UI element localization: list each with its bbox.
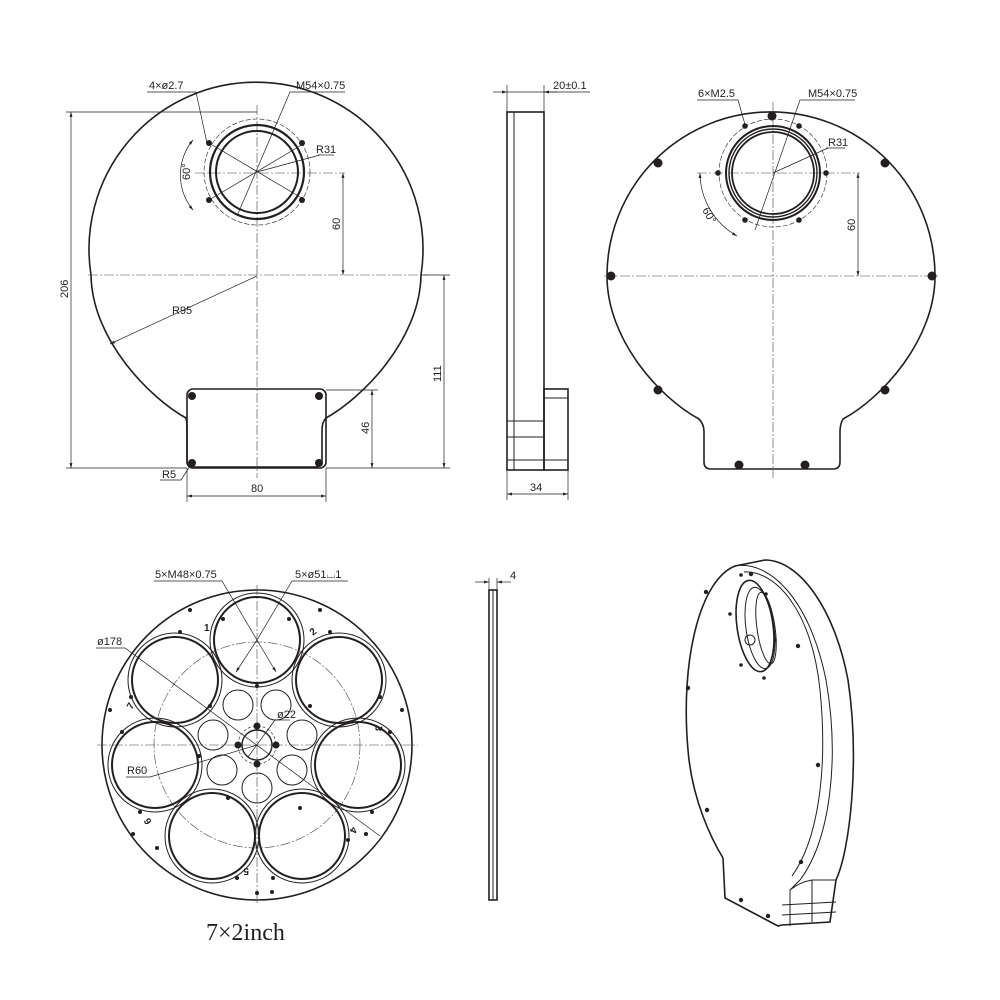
wheel-diameter-label: ø178 (97, 636, 122, 648)
side-view: 20±0.1 34 (493, 80, 590, 500)
wheel-thickness-label: 4 (510, 570, 516, 582)
filter-apertures (107, 592, 406, 884)
box-screw (315, 459, 323, 467)
isometric-view (685, 559, 855, 927)
wheel-bore-label: 5×ø51⌴1 (295, 569, 341, 581)
box-screw (315, 392, 323, 400)
front-view: 4×ø2.7 M54×0.75 R31 60° 60 206 R95 111 4… (59, 80, 450, 502)
lower-height-label: 111 (432, 365, 444, 382)
mount-screw (767, 111, 777, 121)
position-6: 6 (142, 815, 155, 826)
depth-label: 34 (530, 482, 542, 494)
back-outline (606, 111, 936, 470)
position-3: 3 (372, 724, 384, 732)
box-screw (188, 392, 196, 400)
box-height-label: 46 (360, 422, 372, 434)
side-body (506, 111, 545, 471)
wheel-side-view: 4 (475, 570, 516, 901)
wheel-thread-label: 5×M48×0.75 (155, 569, 217, 581)
angle-label: 60° (181, 163, 193, 180)
side-box (543, 388, 569, 471)
position-1: 1 (204, 623, 210, 634)
corner-radius-label: R5 (162, 469, 176, 481)
lightening-holes (197, 689, 318, 804)
position-7: 7 (125, 701, 138, 712)
position-2: 2 (308, 626, 320, 638)
back-offset-label: 60 (846, 219, 858, 231)
back-thread-label: M54×0.75 (808, 88, 857, 100)
hub-diameter-label: ø22 (277, 709, 296, 721)
front-outline (88, 81, 424, 468)
back-view: 6×M2.5 M54×0.75 R31 60° 60 (604, 88, 940, 478)
position-5: 5 (243, 865, 249, 876)
port-hole (299, 140, 305, 146)
filter-wheel-view: 1 2 3 4 5 6 7 5×M48×0.75 5×ø51⌴1 ø178 ø2… (96, 569, 418, 946)
back-radius-label: R31 (828, 137, 848, 149)
radius-small-label: R31 (316, 144, 336, 156)
connector-box (186, 388, 327, 469)
thickness-label: 20±0.1 (553, 80, 587, 92)
height-label: 206 (59, 280, 71, 298)
box-screw (188, 459, 196, 467)
hub (241, 729, 273, 761)
back-angle-label: 60° (699, 206, 718, 226)
holes-label: 4×ø2.7 (149, 80, 184, 92)
radius-large-label: R95 (172, 305, 192, 317)
pitch-radius-label: R60 (127, 765, 147, 777)
wheel-caption: 7×2inch (206, 920, 285, 946)
iso-outline (685, 559, 855, 927)
thread-label: M54×0.75 (296, 80, 345, 92)
box-width-label: 80 (251, 483, 263, 495)
offset-label: 60 (331, 218, 343, 230)
port-hole (299, 197, 305, 203)
back-holes-label: 6×M2.5 (698, 88, 735, 100)
position-4: 4 (346, 825, 359, 836)
